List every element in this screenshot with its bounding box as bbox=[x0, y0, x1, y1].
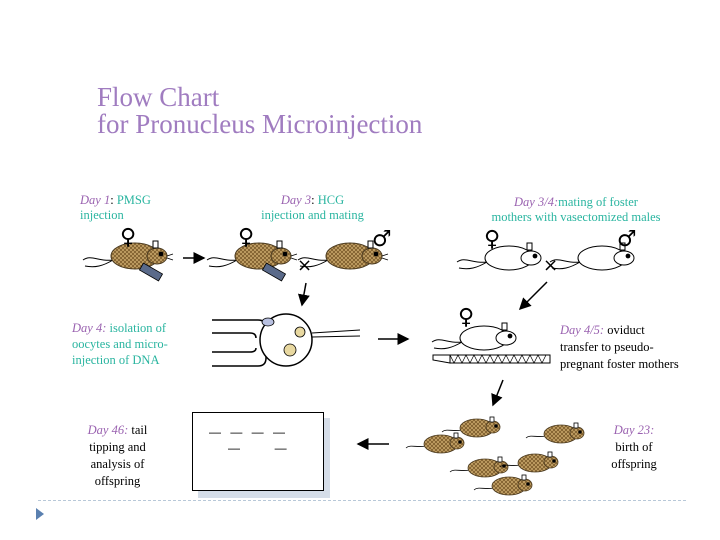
arrow-day45-to-day23 bbox=[491, 379, 504, 407]
gel-bands-row-2: — — bbox=[209, 441, 290, 455]
chart-title: Flow Chart for Pronucleus Microinjection bbox=[97, 84, 422, 138]
day3-day: Day 3 bbox=[280, 193, 312, 207]
step-day3-label: Day 3: HCG injection and mating bbox=[245, 193, 380, 223]
arrow-day34-to-day45 bbox=[518, 281, 548, 311]
footer-divider bbox=[38, 500, 686, 501]
day3-text2: injection and mating bbox=[261, 208, 364, 222]
male-symbol-1: ♂ bbox=[372, 227, 392, 252]
day4-text1: isolation of bbox=[106, 321, 167, 335]
microinjection-icon bbox=[212, 313, 361, 367]
day46-text4: offspring bbox=[94, 474, 141, 488]
pup-4 bbox=[449, 456, 509, 478]
day1-text2: injection bbox=[80, 208, 124, 222]
day3-text1: HCG bbox=[317, 193, 345, 207]
day23-text1: birth of bbox=[615, 440, 653, 454]
pup-2 bbox=[441, 416, 501, 438]
day3-sep: : bbox=[311, 193, 318, 207]
cross-symbol-1: × bbox=[297, 255, 312, 276]
day34-day: Day 3/4: bbox=[514, 195, 559, 209]
day1-text1: PMSG bbox=[116, 193, 151, 207]
cross-symbol-2: × bbox=[543, 255, 558, 276]
day45-text1: oviduct bbox=[604, 323, 645, 337]
syringe-2-icon bbox=[261, 262, 287, 282]
step-day23-label: Day 23: birth of offspring bbox=[598, 422, 670, 473]
female-symbol-1: ♀ bbox=[120, 225, 136, 250]
title-line-2: for Pronucleus Microinjection bbox=[97, 109, 423, 139]
transfer-pipette-icon bbox=[432, 354, 551, 364]
day4-text2: oocytes and micro- bbox=[72, 337, 168, 351]
syringe-1-icon bbox=[138, 262, 164, 282]
step-day34-label: Day 3/4:mating of foster mothers with va… bbox=[470, 195, 682, 225]
pup-6 bbox=[473, 474, 533, 496]
gel-bands-row-1: — — — — bbox=[209, 425, 289, 439]
female-symbol-4: ♀ bbox=[458, 305, 474, 330]
step-day1-label: Day 1: PMSG injection bbox=[80, 193, 151, 223]
male-symbol-2: ♂ bbox=[617, 227, 637, 252]
title-line-1: Flow Chart bbox=[97, 82, 220, 112]
step-day46-label: Day 46: tail tipping and analysis of off… bbox=[70, 422, 165, 490]
day46-day: Day 46: bbox=[87, 423, 129, 437]
day4-text3: injection of DNA bbox=[72, 353, 160, 367]
pup-1 bbox=[405, 432, 465, 454]
day4-day: Day 4: bbox=[72, 321, 107, 335]
day23-text2: offspring bbox=[611, 457, 657, 471]
day46-text2: tipping and bbox=[89, 440, 146, 454]
day45-day: Day 4/5: bbox=[560, 323, 605, 337]
triangle-bullet-icon bbox=[36, 508, 44, 520]
female-symbol-3: ♀ bbox=[484, 227, 500, 252]
arrow-day3-to-day4 bbox=[297, 282, 310, 307]
gel-box: — — — — — — bbox=[192, 412, 324, 491]
day46-text3: analysis of bbox=[90, 457, 145, 471]
day1-sep: : bbox=[110, 193, 117, 207]
step-day4-label: Day 4: isolation of oocytes and micro- i… bbox=[72, 320, 168, 368]
day23-day: Day 23: bbox=[613, 423, 655, 437]
pup-3 bbox=[525, 422, 585, 444]
pup-5 bbox=[499, 451, 559, 473]
day34-text2: mothers with vasectomized males bbox=[491, 210, 661, 224]
day45-text2: transfer to pseudo- bbox=[560, 340, 654, 354]
day1-day: Day 1 bbox=[80, 193, 111, 207]
day45-text3: pregnant foster mothers bbox=[560, 357, 679, 371]
day34-text1: mating of foster bbox=[558, 195, 638, 209]
day46-text1: tail bbox=[128, 423, 148, 437]
step-day45-label: Day 4/5: oviduct transfer to pseudo- pre… bbox=[560, 322, 679, 373]
female-symbol-2: ♀ bbox=[238, 225, 254, 250]
